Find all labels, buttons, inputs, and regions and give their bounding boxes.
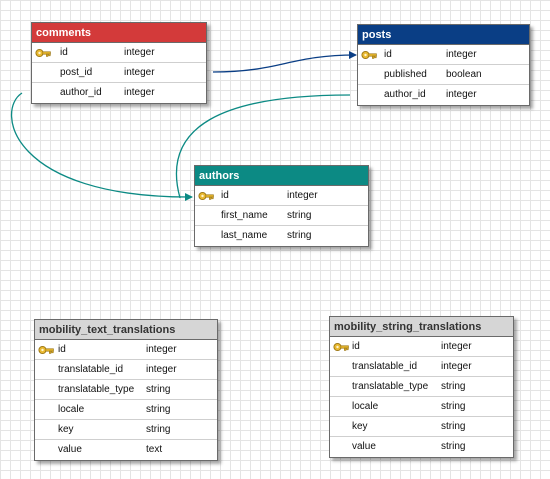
column-name: locale [58,404,85,415]
column-name: author_id [60,87,102,98]
column-name: id [384,49,392,60]
column-type: integer [446,49,477,60]
column-type: string [146,424,171,435]
column-type: string [441,381,466,392]
column-row-id[interactable]: id integer [35,340,217,360]
table-title: posts [358,25,529,45]
primary-key-icon [198,190,214,202]
column-type: integer [124,47,155,58]
column-row-author-id[interactable]: author_id integer [358,85,529,105]
column-name: published [384,69,427,80]
column-type: string [287,230,312,241]
column-type: string [441,401,466,412]
column-type: integer [287,190,318,201]
column-name: key [58,424,74,435]
column-row-first-name[interactable]: first_name string [195,206,368,226]
column-row-translatable-id[interactable]: translatable_id integer [330,357,513,377]
column-row-locale[interactable]: locale string [35,400,217,420]
column-name: last_name [221,230,268,241]
column-name: value [58,444,82,455]
relation-comments-author-id-to-authors [10,92,193,202]
primary-key-icon [333,341,349,353]
column-name: translatable_type [352,381,429,392]
column-row-id[interactable]: id integer [32,43,206,63]
column-name: key [352,421,368,432]
column-type: integer [146,364,177,375]
column-row-id[interactable]: id integer [195,186,368,206]
column-name: post_id [60,67,93,78]
column-row-published[interactable]: published boolean [358,65,529,85]
column-type: integer [124,67,155,78]
column-type: integer [441,341,472,352]
column-row-id[interactable]: id integer [358,45,529,65]
column-type: integer [124,87,155,98]
column-row-author-id[interactable]: author_id integer [32,83,206,103]
primary-key-icon [35,47,51,59]
table-title: mobility_text_translations [35,320,217,340]
column-row-translatable-id[interactable]: translatable_id integer [35,360,217,380]
column-name: first_name [221,210,268,221]
column-name: author_id [384,89,426,100]
column-type: integer [441,361,472,372]
column-name: translatable_id [58,364,124,375]
column-type: string [146,404,171,415]
column-name: translatable_type [58,384,135,395]
column-name: id [221,190,229,201]
column-name: translatable_id [352,361,418,372]
column-row-value[interactable]: value text [35,440,217,460]
column-type: string [441,421,466,432]
table-title: mobility_string_translations [330,317,513,337]
column-name: locale [352,401,379,412]
column-type: string [146,384,171,395]
column-name: id [352,341,360,352]
column-row-translatable-type[interactable]: translatable_type string [330,377,513,397]
table-title: authors [195,166,368,186]
primary-key-icon [38,344,54,356]
column-row-id[interactable]: id integer [330,337,513,357]
table-posts[interactable]: posts id integer published boolean author_id i… [357,24,530,106]
column-row-value[interactable]: value string [330,437,513,457]
column-type: integer [446,89,477,100]
column-type: text [146,444,163,455]
column-row-locale[interactable]: locale string [330,397,513,417]
column-row-post-id[interactable]: post_id integer [32,63,206,83]
column-row-key[interactable]: key string [330,417,513,437]
column-type: boolean [446,69,482,80]
column-name: id [60,47,68,58]
column-row-key[interactable]: key string [35,420,217,440]
table-title: comments [32,23,206,43]
column-name: id [58,344,66,355]
relation-comments-post-id-to-posts [212,51,357,73]
column-type: string [287,210,312,221]
column-row-translatable-type[interactable]: translatable_type string [35,380,217,400]
column-row-last-name[interactable]: last_name string [195,226,368,246]
primary-key-icon [361,49,377,61]
column-name: value [352,441,376,452]
column-type: integer [146,344,177,355]
column-type: string [441,441,466,452]
